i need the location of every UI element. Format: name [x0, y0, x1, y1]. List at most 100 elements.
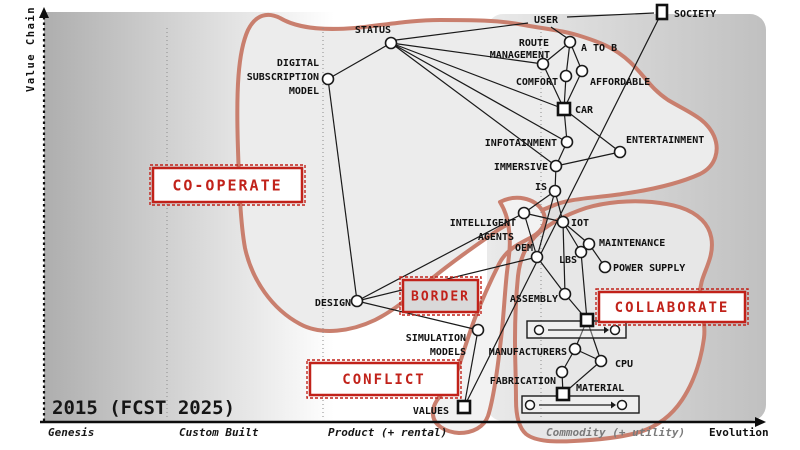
node-manufacturers[interactable]	[568, 342, 582, 356]
pipeline-node[interactable]	[524, 399, 536, 411]
region-box-outline	[149, 164, 306, 206]
pipeline-node[interactable]	[616, 399, 628, 411]
node-cpu[interactable]	[594, 354, 608, 368]
stage-label: Genesis	[48, 426, 94, 439]
region-box-outline	[306, 359, 462, 399]
node-immersive[interactable]	[549, 159, 563, 173]
node-label-ia: INTELLIGENT	[450, 218, 516, 229]
node-label-dsm: MODEL	[289, 86, 319, 97]
edge	[390, 42, 557, 167]
node-label-routemgmt: MANAGEMENT	[490, 50, 550, 61]
edge	[390, 42, 544, 65]
node-label-immersive: IMMERSIVE	[494, 162, 548, 173]
x-axis-label: Evolution	[709, 426, 769, 439]
node-dsm[interactable]	[321, 72, 335, 86]
node-atob[interactable]	[563, 35, 577, 49]
node-label-values: VALUES	[413, 406, 449, 417]
node-label-dsm: DIGITAL	[277, 58, 319, 69]
node-label-dsm: SUBSCRIPTION	[247, 72, 319, 83]
node-sim[interactable]	[471, 323, 485, 337]
node-material[interactable]	[555, 386, 571, 402]
edge	[390, 42, 568, 143]
region-label-border: BORDER	[399, 276, 482, 316]
node-power[interactable]	[598, 260, 612, 274]
node-is[interactable]	[548, 184, 562, 198]
node-label-assembly: ASSEMBLY	[510, 294, 558, 305]
edge	[580, 251, 588, 321]
stage-label: Commodity (+ utility)	[546, 426, 685, 439]
edge	[356, 212, 525, 302]
edge	[395, 22, 529, 41]
car-pipeline	[526, 320, 627, 339]
node-label-entertainment: ENTERTAINMENT	[626, 135, 704, 146]
node-label-ia: AGENTS	[478, 232, 514, 243]
edge	[562, 221, 566, 295]
edge	[536, 190, 556, 258]
node-label-routemgmt: ROUTE	[519, 38, 549, 49]
node-label-affordable: AFFORDABLE	[590, 77, 650, 88]
node-values[interactable]	[456, 399, 472, 415]
edge	[536, 256, 566, 295]
region-box	[151, 166, 304, 204]
node-label-oem: OEM	[515, 243, 533, 254]
node-label-maintenance: MAINTENANCE	[599, 238, 665, 249]
pipeline-node[interactable]	[609, 324, 621, 336]
node-assembly[interactable]	[558, 287, 572, 301]
node-label-status: STATUS	[355, 25, 391, 36]
node-label-design: DESIGN	[315, 298, 351, 309]
node-entertainment[interactable]	[613, 145, 627, 159]
node-oem[interactable]	[530, 250, 544, 264]
node-label-sim: SIMULATION	[406, 333, 466, 344]
stage-label: Custom Built	[179, 426, 259, 439]
node-society[interactable]	[655, 3, 669, 21]
edge	[542, 63, 565, 110]
node-routemgmt[interactable]	[536, 57, 550, 71]
node-infotainment[interactable]	[560, 135, 574, 149]
node-label-is: IS	[535, 182, 547, 193]
edge	[327, 42, 392, 80]
node-label-cpu: CPU	[615, 359, 633, 370]
node-label-sim: MODELS	[430, 347, 466, 358]
edge	[523, 212, 538, 258]
x-axis-arrow-icon	[755, 417, 766, 427]
edge	[566, 12, 655, 18]
node-label-infotainment: INFOTAINMENT	[485, 138, 557, 149]
node-label-society: SOCIETY	[674, 9, 716, 20]
node-label-material: MATERIAL	[576, 383, 624, 394]
region-box-outline	[399, 276, 482, 316]
edge	[327, 78, 358, 302]
region-box	[597, 290, 747, 324]
conflict-corridor	[430, 195, 547, 435]
node-iot[interactable]	[556, 215, 570, 229]
edge	[523, 190, 556, 214]
edge	[523, 212, 564, 223]
region-label-conflict: CONFLICT	[306, 359, 462, 399]
node-label-lbs: LBS	[559, 255, 577, 266]
region-box-label: BORDER	[411, 290, 470, 305]
node-status[interactable]	[384, 36, 398, 50]
stage-label: Product (+ rental)	[328, 426, 447, 439]
node-lbs[interactable]	[574, 245, 588, 259]
region-label-co-operate: CO-OPERATE	[149, 164, 306, 206]
pipeline-node[interactable]	[533, 324, 545, 336]
node-label-iot: IOT	[571, 218, 589, 229]
region-box	[401, 278, 480, 314]
node-ia[interactable]	[517, 206, 531, 220]
region-box-label: COLLABORATE	[615, 300, 730, 316]
node-comfort[interactable]	[559, 69, 573, 83]
region-label-collaborate: COLLABORATE	[595, 288, 749, 326]
pipeline-arrowhead	[611, 401, 616, 409]
node-car[interactable]	[556, 101, 572, 117]
node-sq1[interactable]	[579, 312, 595, 328]
edge	[563, 108, 621, 153]
node-design[interactable]	[350, 294, 364, 308]
node-affordable[interactable]	[575, 64, 589, 78]
node-maintenance[interactable]	[582, 237, 596, 251]
node-label-fabrication: FABRICATION	[490, 376, 556, 387]
node-label-car: CAR	[575, 105, 594, 116]
node-label-power: POWER SUPPLY	[613, 263, 685, 274]
y-axis-arrow-icon	[39, 7, 49, 18]
node-fabrication[interactable]	[555, 365, 569, 379]
edge	[390, 42, 565, 110]
